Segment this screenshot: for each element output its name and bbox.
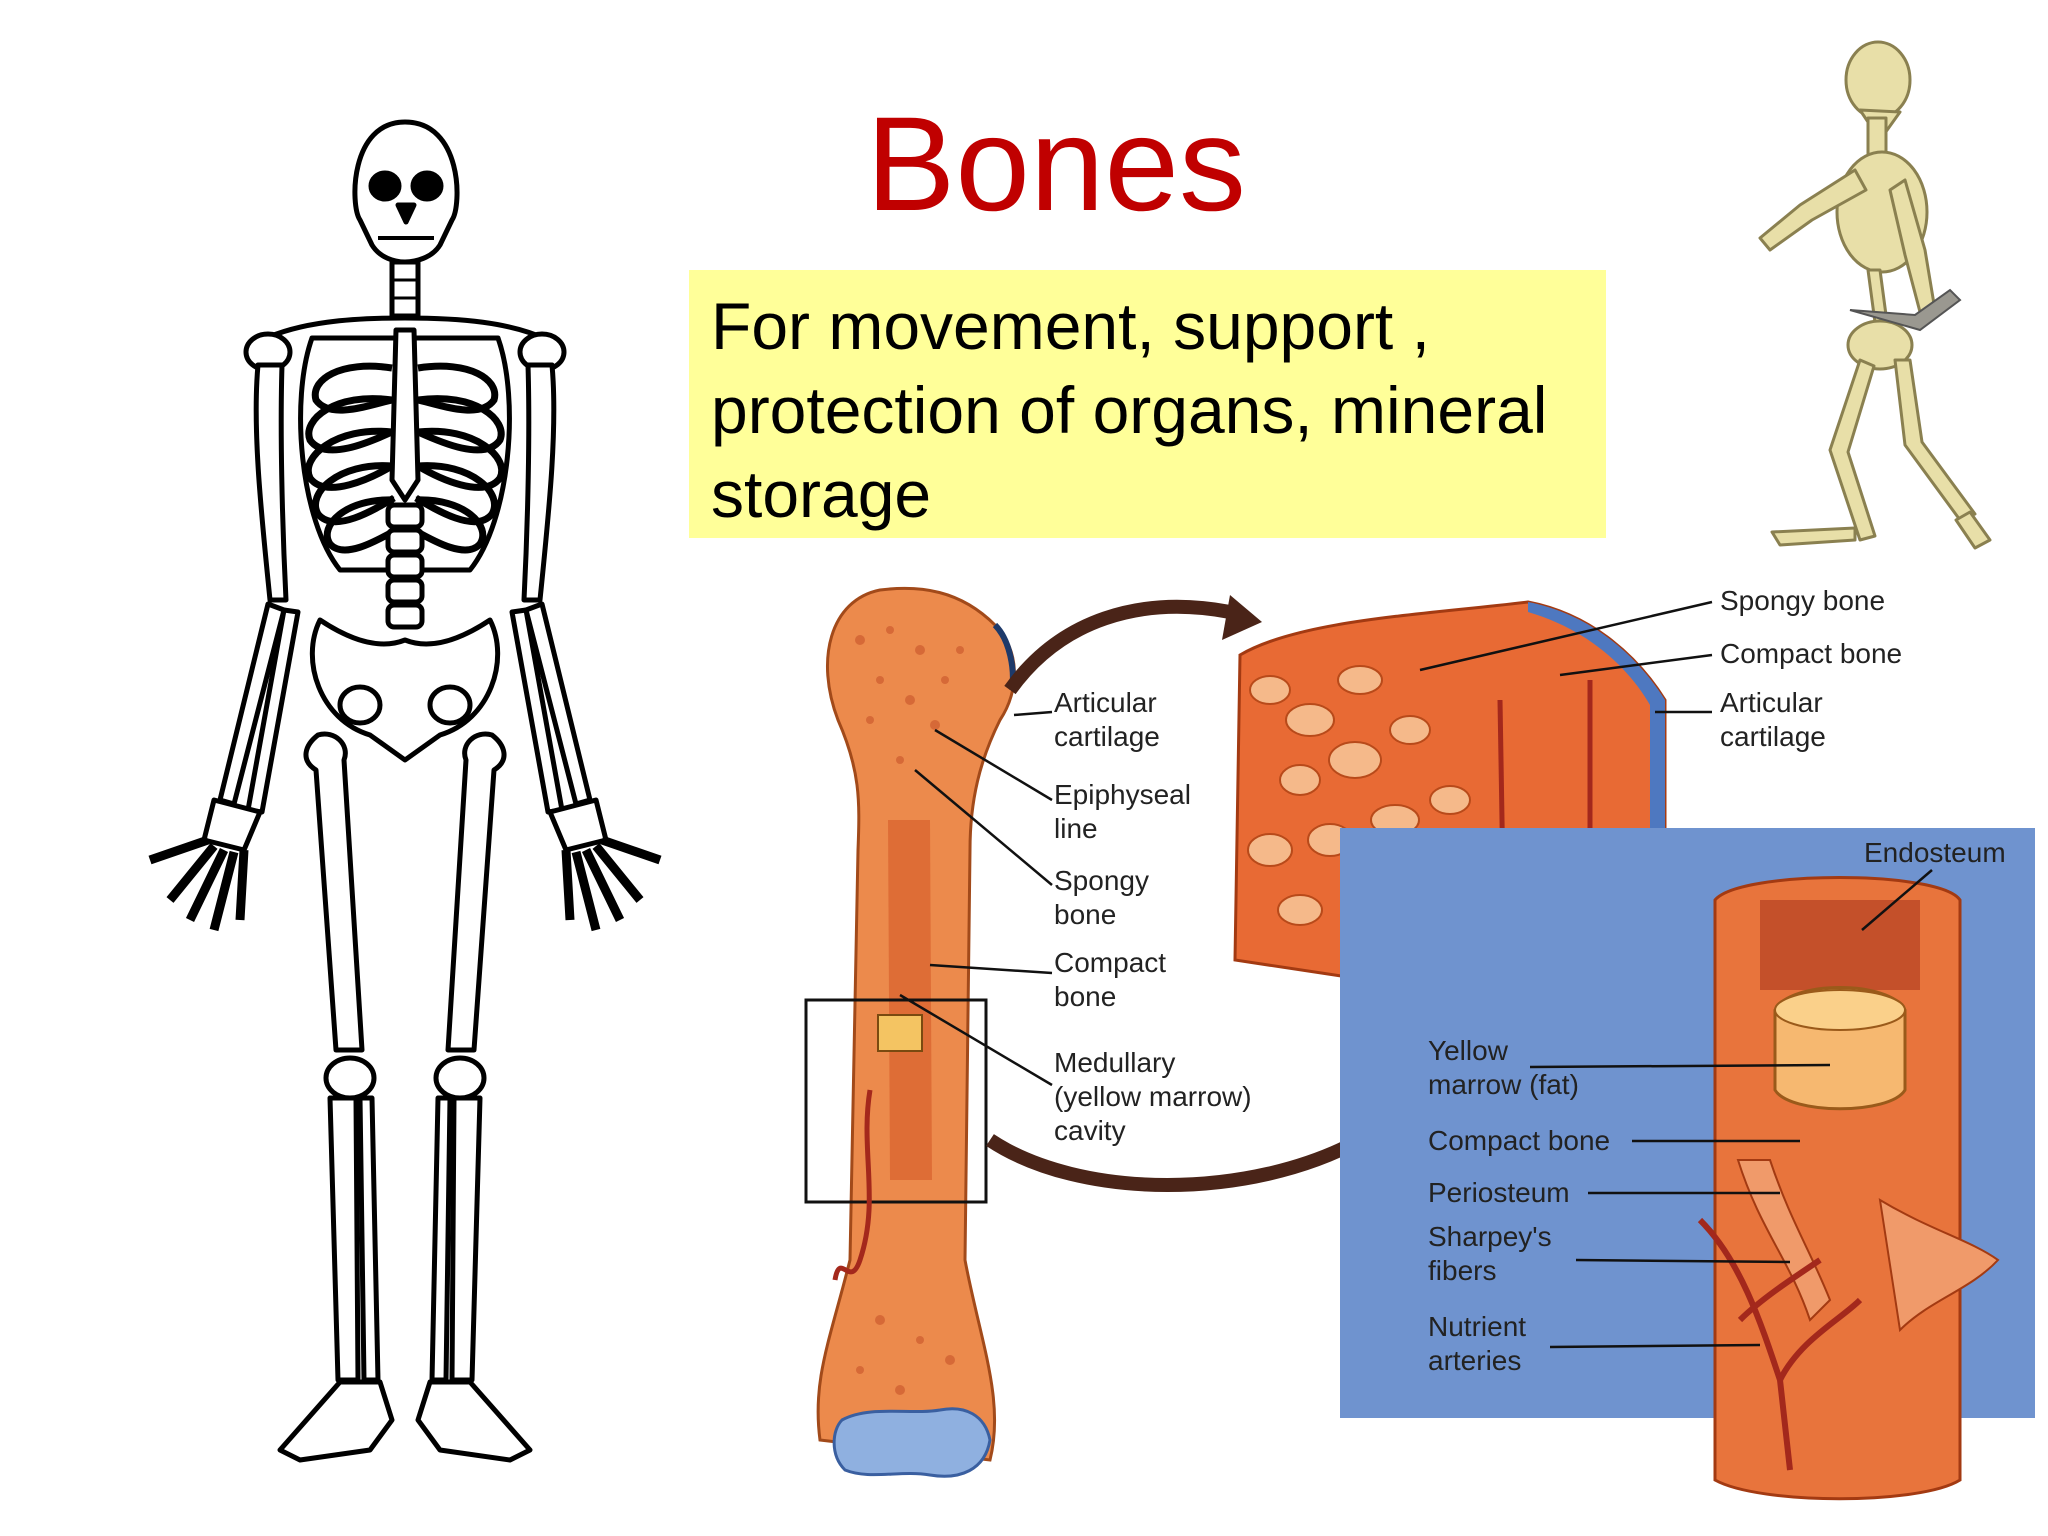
label-line: Epiphyseal: [1054, 779, 1191, 810]
callout-line: protection of organs, mineral: [711, 373, 1548, 447]
label-nutrient-arteries: Nutrient arteries: [1428, 1310, 1526, 1378]
label-epi-compact-bone: Compact bone: [1720, 638, 1903, 669]
label-line: fibers: [1428, 1255, 1497, 1286]
label-compact-bone: Compact bone: [1054, 946, 1166, 1014]
label-line: cartilage: [1720, 721, 1826, 752]
callout-line: storage: [711, 457, 932, 531]
label-medullary-cavity: Medullary (yellow marrow) cavity: [1054, 1046, 1252, 1148]
label-line: (yellow marrow): [1054, 1081, 1252, 1112]
label-line: Articular: [1054, 687, 1157, 718]
label-line: marrow (fat): [1428, 1069, 1579, 1100]
label-line: Medullary: [1054, 1047, 1176, 1078]
label-line: line: [1054, 813, 1098, 844]
label-dia-compact-bone: Compact bone: [1428, 1125, 1611, 1156]
label-articular-cartilage: Articular cartilage: [1054, 686, 1160, 754]
label-sharpeys-fibers: Sharpey's fibers: [1428, 1220, 1552, 1288]
callout-box: For movement, support , protection of or…: [689, 270, 1606, 538]
label-periosteum: Periosteum: [1428, 1177, 1570, 1208]
label-yellow-marrow: Yellow marrow (fat): [1428, 1034, 1579, 1102]
callout-line: For movement, support ,: [711, 289, 1430, 363]
label-spongy-bone: Spongy bone: [1054, 864, 1149, 932]
label-line: bone: [1054, 981, 1117, 1012]
label-epi-articular-cartilage: Articular cartilage: [1720, 686, 1826, 754]
label-line: Yellow: [1428, 1035, 1508, 1066]
label-line: Articular: [1720, 687, 1823, 718]
label-line: Sharpey's: [1428, 1221, 1552, 1252]
label-line: cavity: [1054, 1115, 1126, 1146]
label-line: bone: [1054, 899, 1117, 930]
label-endosteum: Endosteum: [1864, 837, 2006, 868]
slide-title: Bones: [866, 90, 1246, 239]
label-line: Nutrient: [1428, 1311, 1527, 1342]
label-line: Compact: [1054, 947, 1167, 978]
label-epiphyseal-line: Epiphyseal line: [1054, 778, 1191, 846]
label-line: arteries: [1428, 1345, 1522, 1376]
label-line: cartilage: [1054, 721, 1160, 752]
label-line: Spongy: [1054, 865, 1149, 896]
label-epi-spongy-bone: Spongy bone: [1720, 585, 1886, 616]
